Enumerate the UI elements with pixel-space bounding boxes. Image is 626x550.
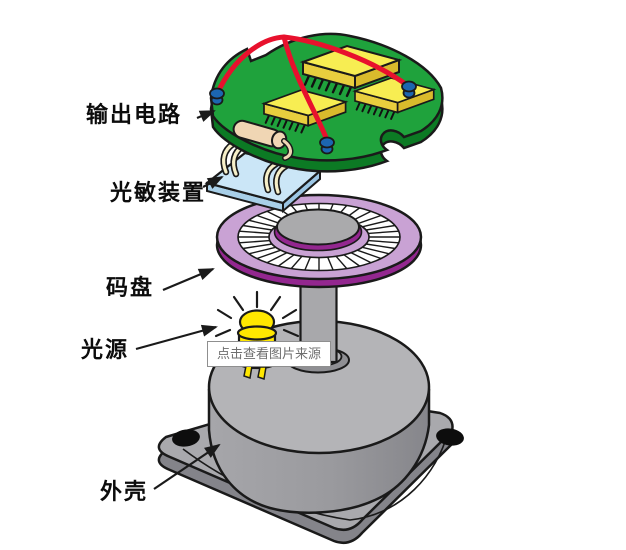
capacitor	[209, 87, 225, 106]
resistor	[232, 119, 288, 150]
code-disc-hub	[276, 208, 360, 246]
led-lead	[243, 365, 253, 379]
image-source-tooltip[interactable]: 点击查看图片来源	[207, 341, 332, 367]
label-photosensitive-device: 光敏装置	[110, 180, 207, 205]
arrow-photosensor	[202, 176, 224, 189]
capacitor	[319, 136, 335, 155]
led-lead	[257, 366, 267, 380]
arrow-output-circuit	[196, 109, 216, 122]
callout-arrows	[135, 109, 224, 490]
pcb-graphic	[209, 32, 444, 173]
label-code-disc: 码盘	[106, 275, 155, 300]
label-housing: 外壳	[100, 479, 149, 504]
pcb-wires	[214, 34, 410, 143]
arrow-code-disc	[162, 267, 215, 292]
arrow-light-source	[135, 324, 218, 351]
capacitor	[401, 80, 417, 99]
arrow-housing	[153, 443, 221, 490]
resistor-lead	[282, 139, 292, 160]
label-light-source: 光源	[81, 337, 130, 362]
light-rays-icon	[214, 290, 300, 338]
led-flange	[236, 325, 278, 341]
label-output-circuit: 输出电路	[86, 102, 183, 127]
code-disc-graphic	[215, 193, 423, 289]
